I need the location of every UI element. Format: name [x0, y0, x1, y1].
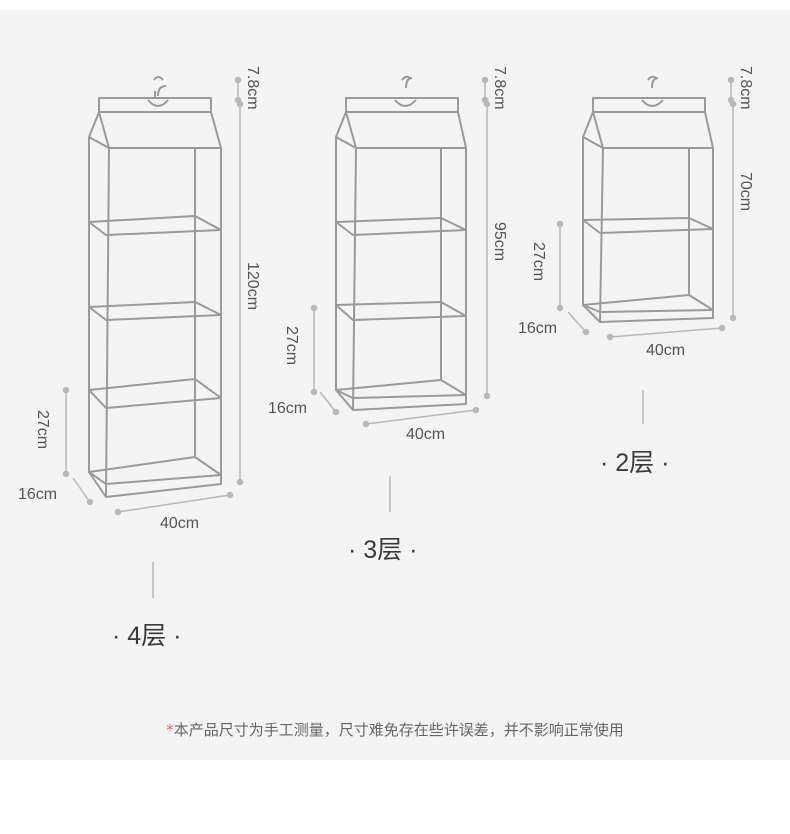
tier-label-2: · 2层 · — [600, 449, 669, 477]
dim-hook-4: 7.8cm — [244, 66, 261, 110]
organizer-4-tier — [88, 76, 222, 498]
tier-label-4: · 4层 · — [112, 622, 181, 650]
dim-hook-3: 7.8cm — [491, 66, 508, 110]
dim-height-4: 120cm — [244, 262, 261, 310]
dim-width-3: 40cm — [406, 426, 445, 443]
dim-shelf-2: 27cm — [530, 242, 547, 281]
dim-width-2: 40cm — [646, 342, 685, 359]
dim-depth-4: 16cm — [18, 486, 57, 503]
dim-hook-2: 7.8cm — [737, 66, 754, 110]
tier-label-3: · 3层 · — [348, 536, 417, 564]
disclaimer-asterisk: * — [166, 721, 174, 739]
dim-height-2: 70cm — [737, 172, 754, 211]
disclaimer-text: 本产品尺寸为手工测量，尺寸难免存在些许误差，并不影响正常使用 — [173, 721, 624, 739]
dim-depth-3: 16cm — [268, 400, 307, 417]
dim-height-3: 95cm — [491, 222, 508, 261]
dim-width-4: 40cm — [160, 515, 199, 532]
measurement-disclaimer: *本产品尺寸为手工测量，尺寸难免存在些许误差，并不影响正常使用 — [0, 719, 790, 740]
dim-shelf-3: 27cm — [283, 326, 300, 365]
dim-shelf-4: 27cm — [34, 410, 51, 449]
dim-depth-2: 16cm — [518, 320, 557, 337]
organizer-2-tier — [582, 75, 714, 323]
organizer-3-tier — [335, 75, 467, 411]
